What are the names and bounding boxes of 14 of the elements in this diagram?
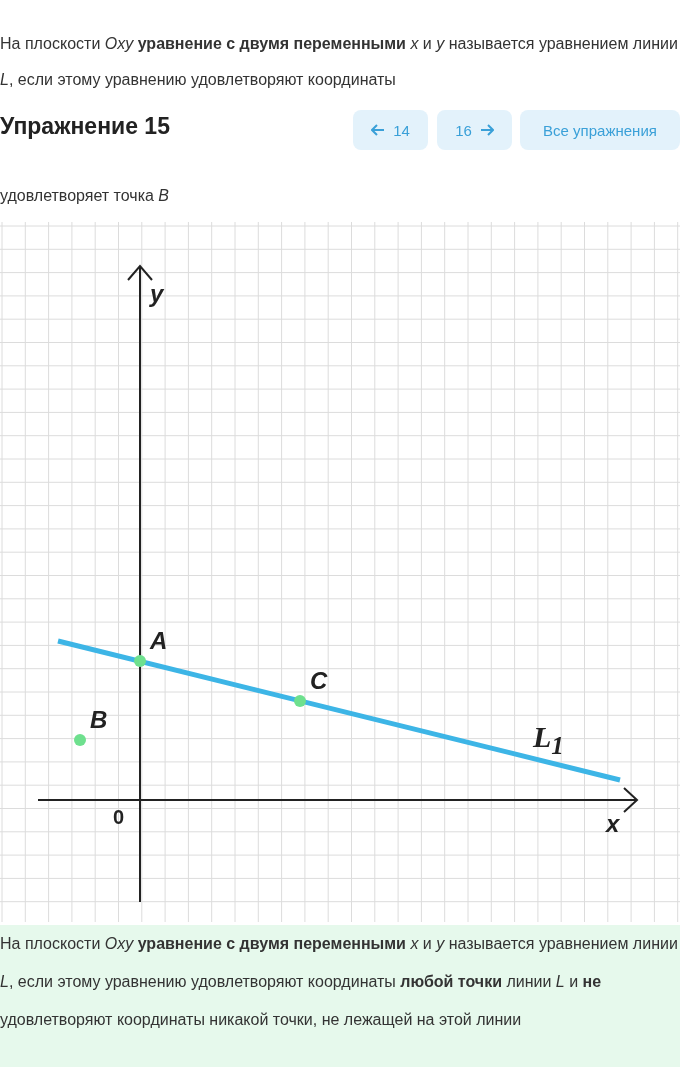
exercise-heading: Упражнение 15 [0,113,170,140]
point-label: A [150,627,168,655]
nav-button: 16 [437,110,512,150]
nav-button: 14 [353,110,428,150]
point-label: B [90,706,108,734]
line-label: L$_{1}$ [533,720,564,760]
origin-label: 0 [113,806,125,829]
point-label: C [310,667,328,695]
paragraph-text: На плоскости Oxy уравнение с двумя переменными x и y называется уравнением линии L, если этому уравнению удовлетворяют координаты любой точки линии L и не удовлетворяют координаты никакой точки, не лежащей на этой линии [0,925,680,1067]
paragraph-text: удовлетворяет точка B [0,186,170,206]
nav-button: Все упражнения [520,110,680,150]
axis-label: x [606,810,620,838]
axis-label: y [150,280,164,308]
paragraph-text: На плоскости Oxy уравнение с двумя переменными x и y называется уравнением линии L, если этому уравнению удовлетворяют координаты [0,34,679,90]
